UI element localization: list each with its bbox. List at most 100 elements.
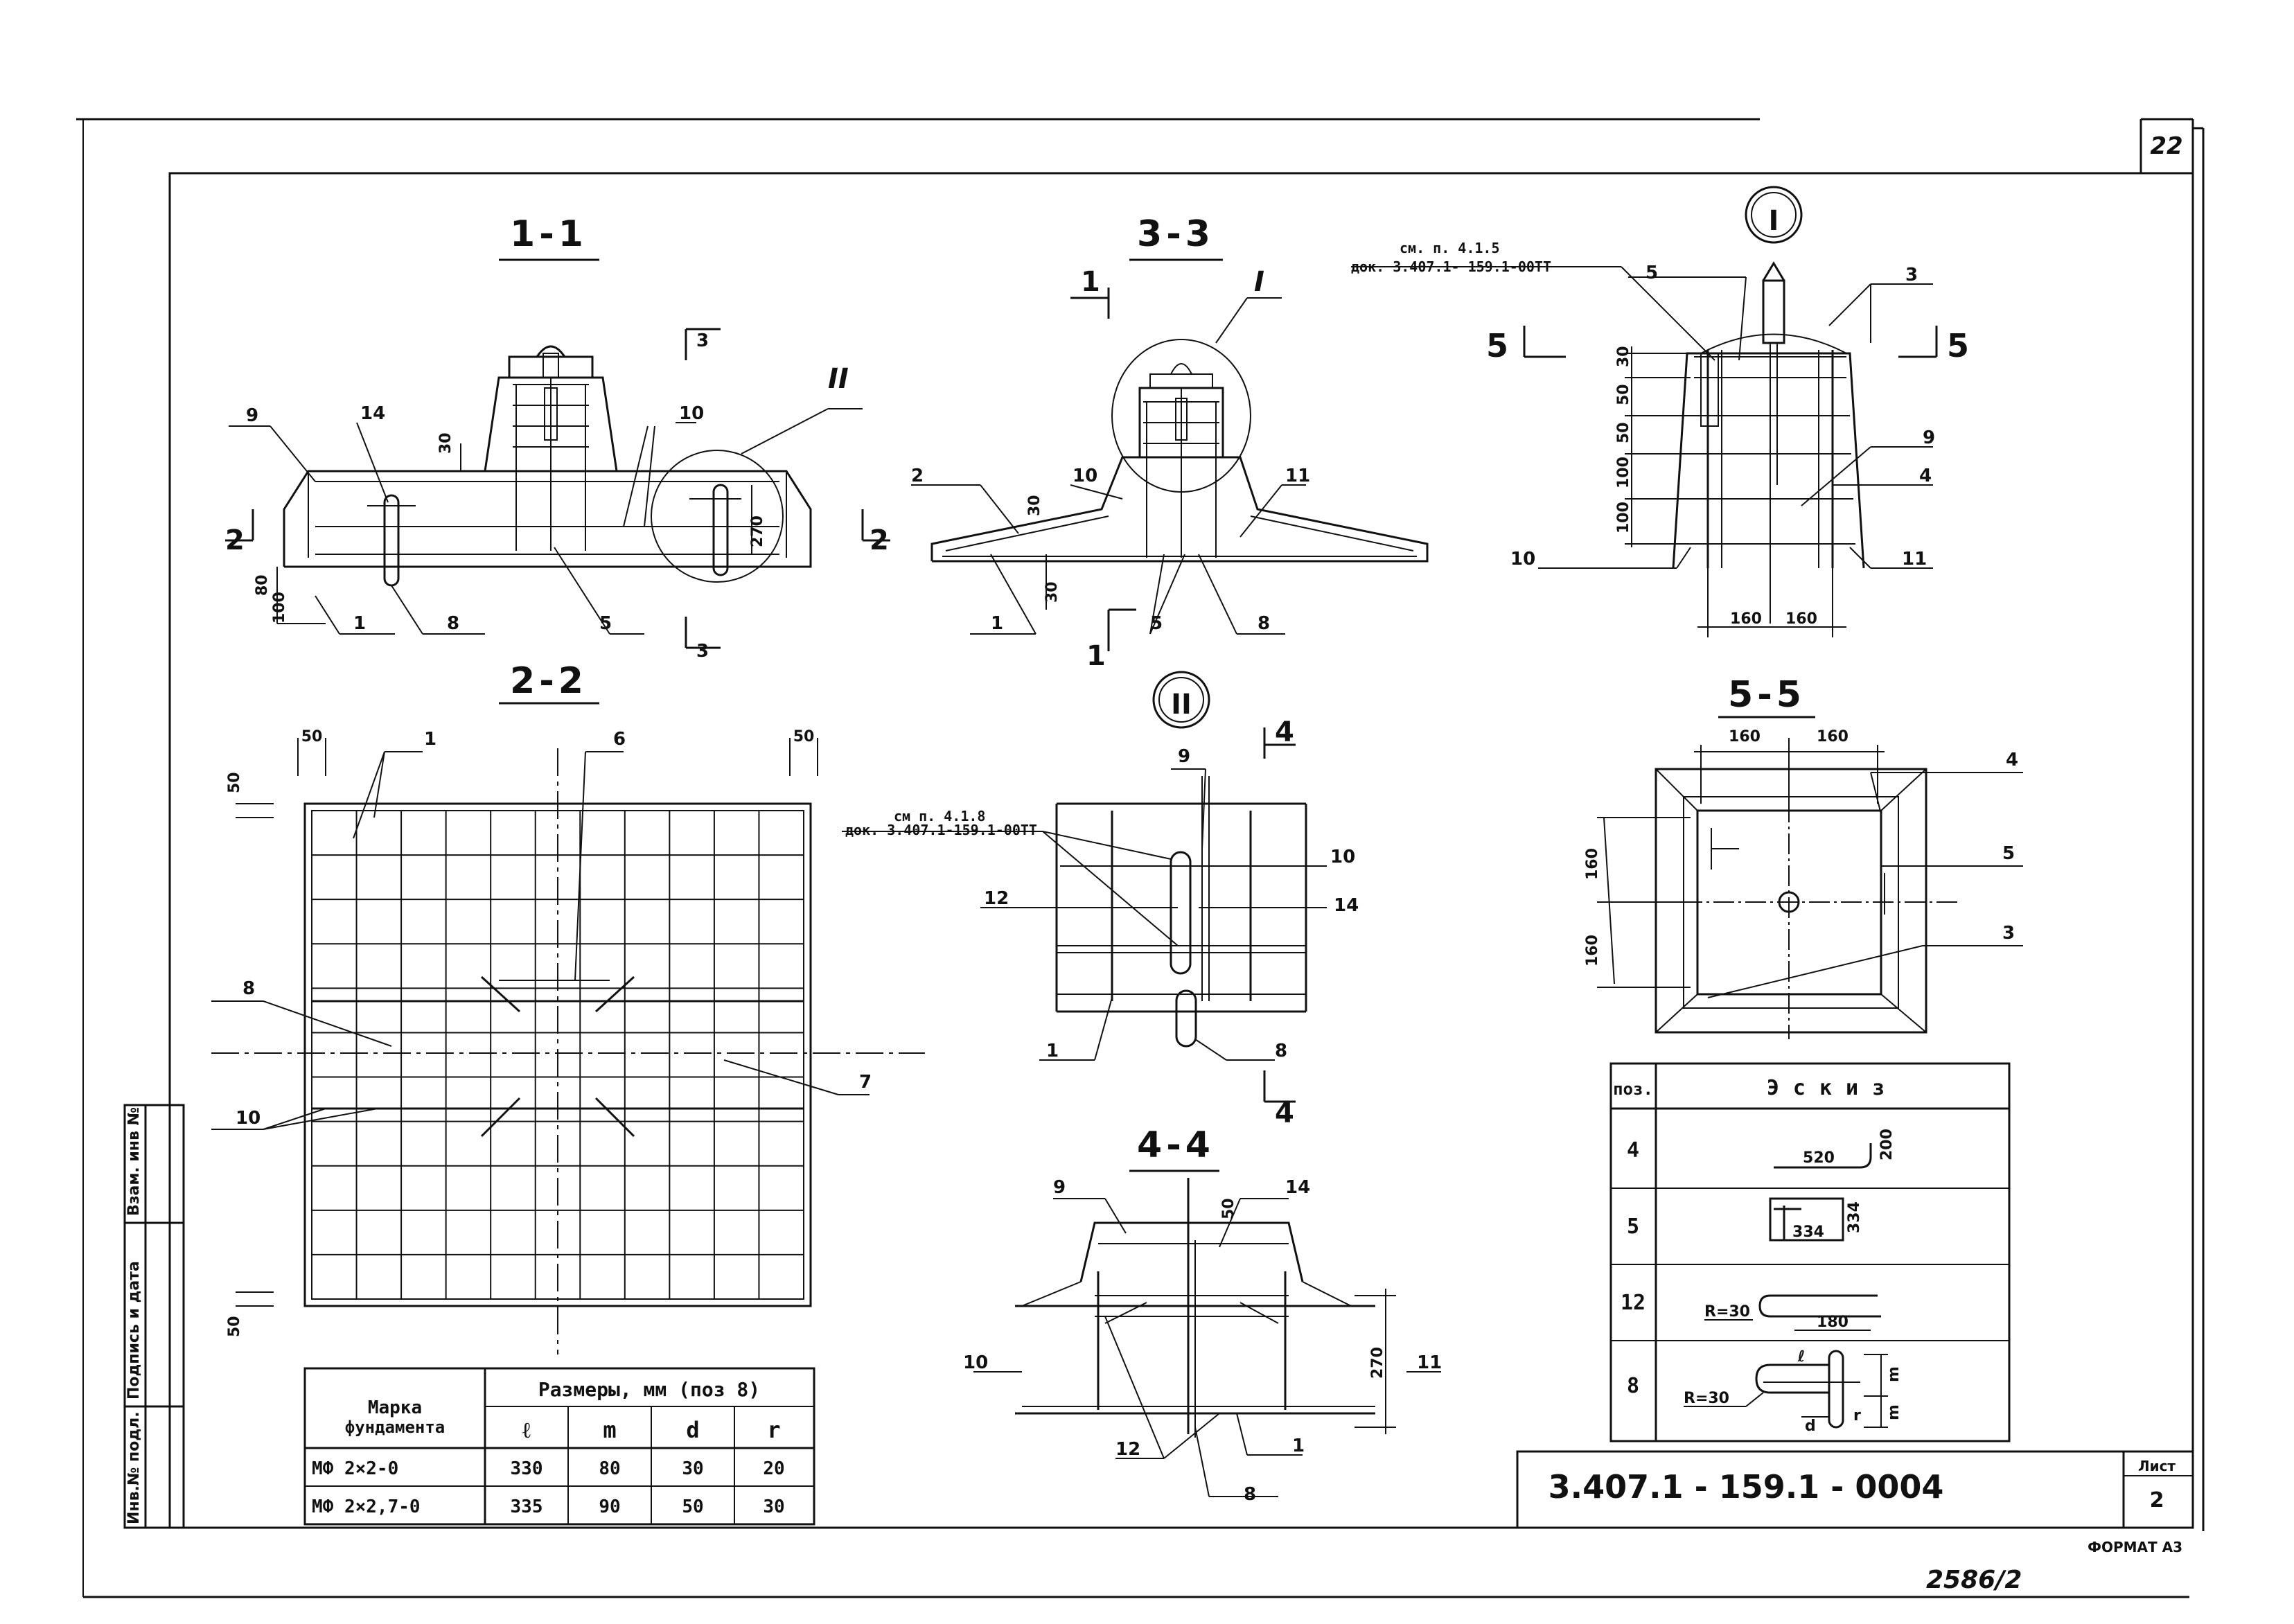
size-table-header-sizes: Размеры, мм (поз 8) (538, 1378, 760, 1401)
dim-50a-node-i: 50 (1615, 384, 1632, 405)
handwritten-number: 2586/2 (1926, 1566, 2022, 1594)
dim-160c-5-5: 160 (1584, 848, 1601, 880)
pos-12-4-4: 12 (1115, 1439, 1140, 1460)
stamp-signature-label: Подпись и дата (125, 1261, 143, 1400)
section-2-2 (211, 702, 925, 1354)
sketch-pos-8: 8 (1627, 1374, 1639, 1398)
pos-8-4-4: 8 (1244, 1484, 1256, 1505)
ref-note-1-line2: док. 3.407.1- 159.1-00ТТ (1351, 258, 1551, 275)
pos-14-node-ii: 14 (1334, 895, 1359, 916)
sketch-4-dim-520: 520 (1803, 1149, 1835, 1167)
pos-5-node-i: 5 (1645, 263, 1658, 283)
dim-100-1-1: 100 (271, 592, 288, 624)
document-code: 3.407.1 - 159.1 - 0004 (1549, 1468, 1944, 1506)
dim-50-2-2-left: 50 (301, 728, 323, 745)
cut-mark-2-right: 2 (870, 524, 889, 556)
pos-9-node-ii: 9 (1178, 746, 1190, 767)
dim-30-1-1: 30 (437, 432, 455, 454)
section-1-1 (225, 258, 890, 649)
cut-mark-5-left: 5 (1486, 327, 1508, 364)
dim-160b-5-5: 160 (1817, 728, 1849, 745)
sketch-8-dim-m1: m (1885, 1366, 1903, 1382)
sketch-table-header-sketch: Эскиз (1767, 1076, 1898, 1100)
size-table (303, 1367, 815, 1526)
dim-100b-node-i: 100 (1615, 502, 1632, 533)
pos-11-3-3: 11 (1285, 466, 1310, 486)
sketch-pos-12: 12 (1621, 1291, 1645, 1315)
pos-9-node-i: 9 (1923, 427, 1935, 448)
node-i-ref: I (1254, 266, 1264, 298)
size-table-row1-d: 30 (682, 1458, 703, 1479)
sketch-table-header-pos: поз. (1613, 1079, 1653, 1099)
sketch-pos-4: 4 (1627, 1138, 1639, 1163)
cut-mark-5-right: 5 (1947, 327, 1969, 364)
node-ii-title: II (1171, 689, 1192, 721)
pos-8-3-3: 8 (1258, 613, 1270, 634)
sketch-8-dim-l: ℓ (1797, 1348, 1805, 1366)
sketch-8-dim-r: r (1853, 1407, 1861, 1424)
sketch-8-dim-m2: m (1885, 1404, 1903, 1420)
size-table-header-mark-2: фундамента (345, 1418, 445, 1437)
size-table-col-l: ℓ (522, 1417, 531, 1443)
pos-10-node-ii: 10 (1330, 847, 1355, 867)
pos-1-node-ii: 1 (1046, 1041, 1059, 1061)
size-table-row2-m: 90 (599, 1497, 620, 1517)
section-title-1-1: 1-1 (510, 213, 588, 255)
pos-10-3-3: 10 (1073, 466, 1097, 486)
dim-160a-node-i: 160 (1730, 610, 1762, 628)
size-table-row1-m: 80 (599, 1458, 620, 1479)
pos-5-5-5: 5 (2002, 843, 2015, 864)
dim-50-4-4: 50 (1220, 1198, 1237, 1219)
pos-11-4-4: 11 (1417, 1352, 1442, 1373)
dim-160d-5-5: 160 (1584, 935, 1601, 967)
cut-mark-1-top: 1 (1081, 266, 1100, 298)
pos-10-2-2: 10 (236, 1108, 261, 1129)
size-table-row2-r: 30 (763, 1497, 784, 1517)
sketch-pos-5: 5 (1627, 1215, 1639, 1239)
pos-8-1-1: 8 (447, 613, 459, 634)
sketch-5-dim-334b: 334 (1846, 1201, 1863, 1233)
size-table-col-r: r (767, 1417, 780, 1443)
dim-80-1-1: 80 (254, 574, 271, 596)
dim-30-node-i: 30 (1615, 346, 1632, 367)
pos-1-4-4: 1 (1292, 1436, 1305, 1456)
section-5-5 (1597, 716, 2023, 1039)
sheet-number: 2 (2150, 1488, 2164, 1512)
sketch-12-dim-180: 180 (1817, 1314, 1849, 1331)
pos-1-2-2: 1 (424, 729, 436, 750)
cut-mark-1-bottom: 1 (1086, 640, 1106, 672)
ref-note-1-line1: см. п. 4.1.5 (1400, 240, 1500, 256)
format-label: ФОРМАТ А3 (2088, 1539, 2182, 1555)
pos-5-3-3: 5 (1150, 613, 1163, 634)
pos-10-4-4: 10 (963, 1352, 988, 1373)
pos-8-node-ii: 8 (1275, 1041, 1287, 1061)
pos-2-3-3: 2 (911, 466, 924, 486)
node-ii-ref: II (828, 363, 849, 395)
dim-50-2-2-bottom: 50 (226, 1316, 243, 1337)
pos-3-node-i: 3 (1905, 265, 1918, 285)
pos-10-node-i: 10 (1510, 549, 1535, 570)
sketch-8-dim-d: d (1805, 1418, 1816, 1435)
sketch-12-dim-r30: R=30 (1704, 1303, 1750, 1321)
pos-12-node-ii: 12 (984, 888, 1009, 909)
size-table-header-mark-1: Марка (368, 1397, 422, 1418)
pos-9-4-4: 9 (1053, 1177, 1066, 1198)
sketch-4-dim-200: 200 (1878, 1129, 1896, 1160)
dim-50b-node-i: 50 (1615, 422, 1632, 443)
size-table-row2-l: 335 (511, 1497, 543, 1517)
cut-mark-4-bottom: 4 (1275, 1097, 1294, 1129)
sketch-8-dim-r30: R=30 (1684, 1390, 1729, 1407)
section-title-2-2: 2-2 (510, 660, 588, 702)
cut-mark-3-bottom: 3 (696, 641, 709, 662)
size-table-col-m: m (603, 1417, 616, 1443)
pos-5-1-1: 5 (599, 613, 612, 634)
pos-1-1-1: 1 (353, 613, 366, 634)
sketch-5-dim-334a: 334 (1792, 1224, 1824, 1241)
pos-4-5-5: 4 (2006, 750, 2018, 770)
ref-note-2-line2: док. 3.407.1-159.1-00ТТ (845, 822, 1037, 838)
sketch-table (1609, 1062, 2011, 1442)
dim-270-1-1: 270 (749, 515, 766, 547)
cut-mark-4-top: 4 (1275, 716, 1294, 748)
ref-note-2-line1: см п. 4.1.8 (894, 808, 985, 824)
